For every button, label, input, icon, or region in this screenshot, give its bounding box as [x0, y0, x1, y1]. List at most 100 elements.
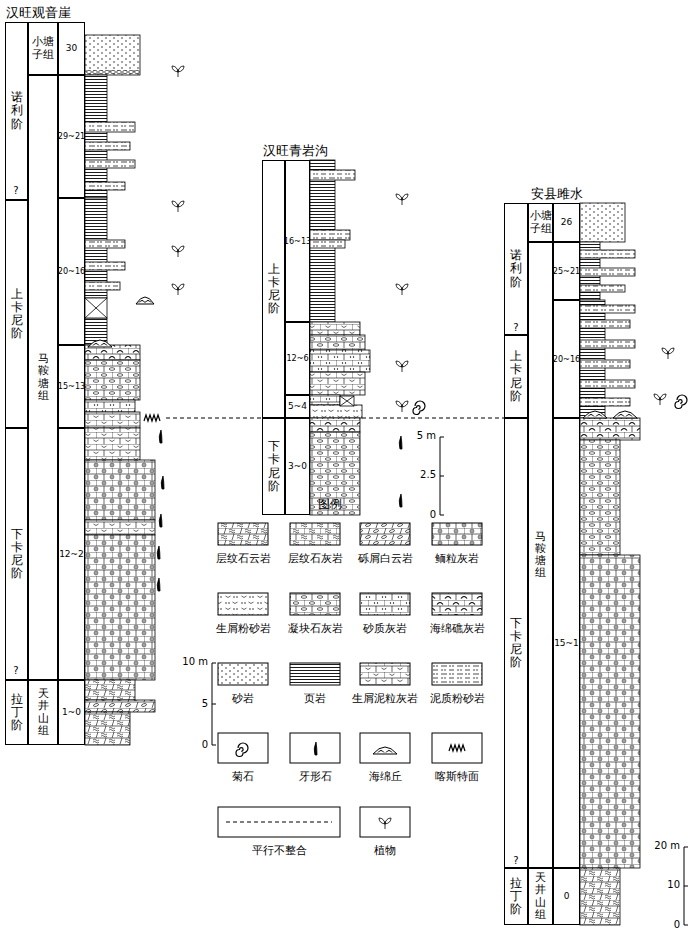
ammonite-symbol	[236, 743, 248, 757]
scale-bar	[684, 847, 688, 925]
conodont-symbol	[157, 546, 160, 559]
stage-cell: 诺利阶	[504, 203, 528, 335]
legend-label: 页岩	[277, 693, 353, 705]
sponge-mound-symbol	[136, 297, 154, 304]
plant-symbol	[402, 194, 408, 200]
ammonite-symbol	[413, 401, 425, 415]
karst-symbol	[449, 745, 465, 751]
legend-swatch	[218, 807, 340, 837]
rock-bed	[580, 440, 620, 555]
rock-bed	[85, 240, 125, 248]
bed-number-cell: 20~16	[553, 300, 580, 418]
plant-symbol	[402, 401, 408, 407]
legend-swatch	[432, 663, 482, 685]
bed-number: 12~6	[286, 354, 308, 362]
lithology-columns	[85, 35, 640, 925]
bed-number-cell: 26	[553, 203, 580, 242]
sponge-mound-symbol	[139, 301, 151, 303]
rock-bed	[85, 400, 135, 412]
sponge-mound-symbol	[583, 411, 607, 418]
legend-label: 菊石	[205, 771, 281, 783]
rock-bed	[85, 460, 155, 520]
section-column: 汉旺观音崖诺利阶上卡尼阶下卡尼阶拉丁阶小塘子组马鞍塘组天井山组3029~2120…	[5, 22, 85, 745]
legend-swatch	[290, 593, 340, 615]
rock-bed	[310, 335, 365, 350]
conodont-symbol	[399, 436, 402, 449]
scale-label: 5 m	[417, 431, 436, 441]
plant-symbol	[668, 348, 674, 354]
formation-cell: 马鞍塘组	[528, 242, 553, 868]
rock-bed	[310, 405, 362, 418]
rock-bed	[580, 398, 630, 406]
rock-bed	[85, 160, 135, 168]
legend-swatch	[360, 593, 410, 615]
covered-interval	[85, 298, 107, 318]
plant-symbol	[654, 394, 660, 400]
rock-bed	[310, 372, 365, 395]
plant-symbol	[379, 818, 385, 824]
bed-number-cell: 16~13	[285, 160, 310, 322]
rock-bed	[580, 203, 625, 242]
unconformity-line	[166, 418, 504, 419]
plant-symbol	[402, 361, 408, 367]
legend-label: 平行不整合	[241, 845, 317, 857]
unit-name: 下卡尼阶	[11, 528, 23, 581]
stage-cell: 下卡尼阶	[504, 418, 528, 868]
plant-symbol	[172, 246, 178, 252]
legend-label: 海绵丘	[347, 771, 423, 783]
legend-swatch	[218, 593, 268, 615]
rock-bed	[580, 555, 640, 868]
rock-bed	[580, 250, 635, 258]
bed-number: 25~21	[553, 267, 580, 275]
legend-label: 砂岩	[205, 693, 281, 705]
rock-bed	[310, 432, 360, 515]
sponge-mound-symbol	[588, 415, 602, 417]
boundary-query: ?	[513, 323, 518, 333]
unit-name: 拉丁阶	[11, 693, 23, 733]
legend-swatch	[290, 733, 340, 763]
bed-number-cell: 1~0	[58, 680, 85, 745]
unit-name: 上卡尼阶	[510, 350, 522, 403]
legend-swatch	[432, 593, 482, 615]
bed-number-cell: 15~13	[58, 345, 85, 428]
unit-name: 下卡尼阶	[510, 617, 522, 670]
legend-label: 牙形石	[277, 771, 353, 783]
bed-number-cell: 12~2	[58, 428, 85, 680]
unit-name: 马鞍塘组	[535, 531, 546, 579]
formation-cell: 小塘子组	[28, 22, 58, 75]
bed-number: 12~2	[59, 550, 84, 559]
rock-bed	[580, 418, 640, 440]
rock-bed	[310, 230, 350, 240]
section-column: 安县雎水诺利阶上卡尼阶下卡尼阶拉丁阶小塘子组马鞍塘组天井山组2625~2120~…	[504, 203, 580, 925]
rock-bed	[85, 700, 155, 712]
pebble	[129, 70, 134, 73]
section-title: 安县雎水	[531, 185, 583, 203]
scale-bar	[440, 437, 444, 515]
formation-cell: 天井山组	[528, 868, 553, 925]
pebble	[99, 70, 104, 73]
rock-bed	[580, 868, 620, 925]
rock-bed	[580, 320, 630, 328]
scale-label: 2.5	[420, 470, 436, 480]
plant-symbol	[172, 201, 178, 207]
conodont-symbol	[314, 742, 317, 755]
rock-bed	[580, 305, 635, 313]
unit-name: 诺利阶	[11, 91, 23, 131]
bed-number: 20~16	[553, 355, 580, 363]
boundary-query: ?	[13, 666, 18, 676]
legend-label: 生屑泥粒灰岩	[347, 693, 423, 705]
plant-symbol	[660, 394, 666, 400]
rock-bed	[310, 395, 340, 405]
legend-label: 喀斯特面	[419, 771, 495, 783]
bed-number: 3~0	[288, 462, 307, 471]
plant-symbol	[178, 66, 184, 72]
unit-name: 上卡尼阶	[11, 288, 23, 341]
rock-bed	[85, 182, 125, 190]
rock-bed	[310, 322, 360, 335]
legend-label: 层纹石云岩	[205, 553, 281, 565]
covered-interval	[85, 298, 107, 318]
formation-cell: 小塘子组	[528, 203, 553, 242]
sponge-mound-symbol	[93, 344, 107, 346]
legend-swatch	[290, 523, 340, 545]
